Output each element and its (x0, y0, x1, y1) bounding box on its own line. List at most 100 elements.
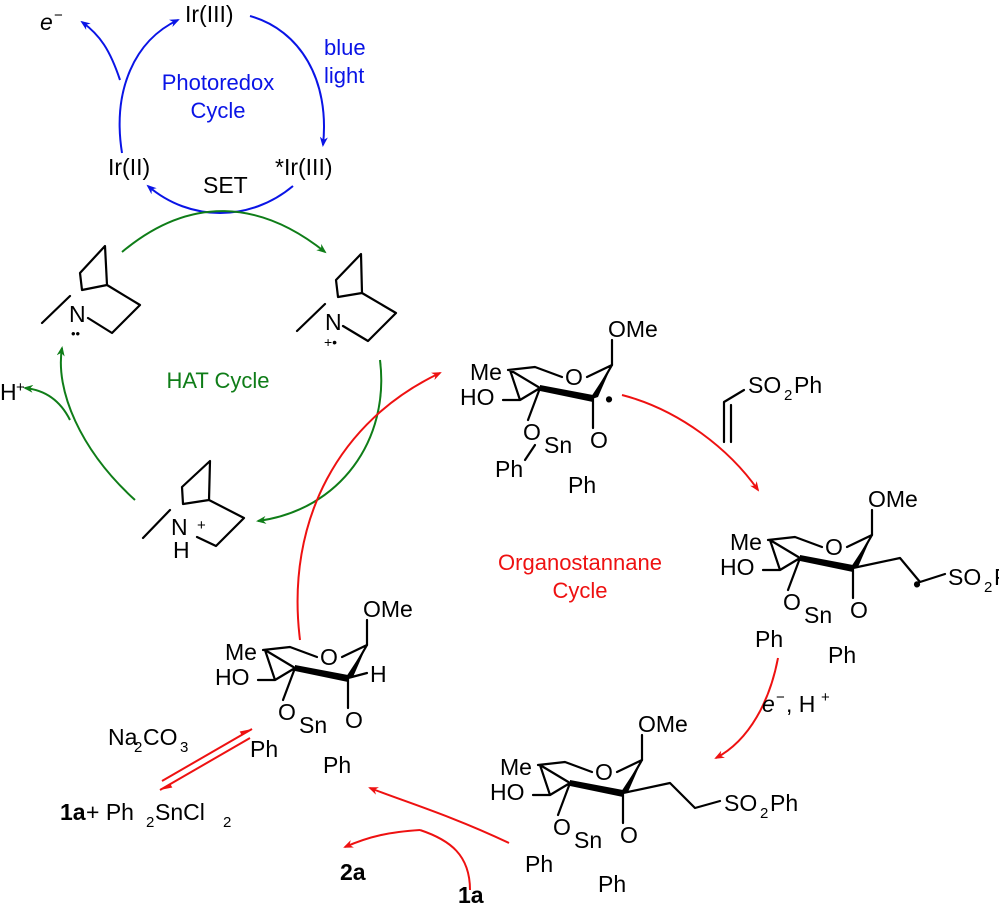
organostannane-cycle: Organostannane Cycle SO 2 Ph OMe Me HO O… (60, 316, 999, 905)
o3-label: O (783, 589, 801, 615)
reactant-sub2: 2 (223, 814, 231, 831)
ome-label: OMe (608, 316, 658, 342)
sn-label: Sn (574, 827, 602, 853)
proton-charge: + (16, 379, 25, 396)
ho-label: HO (490, 779, 525, 805)
sn-label: Sn (299, 712, 327, 738)
ome-label: OMe (363, 596, 413, 622)
o2-label: O (850, 597, 868, 623)
ph-label-2: Ph (598, 871, 626, 897)
ir3-label: Ir(III) (185, 1, 234, 27)
ph-label-2: Ph (828, 642, 856, 668)
sulfone-so: SO (948, 564, 981, 590)
quinuclidine-structure: N •• (40, 244, 142, 341)
reduction-electron: e (762, 691, 775, 717)
o2-label: O (590, 427, 608, 453)
starting-materials-label: 1a + Ph 2 SnCl 2 (60, 799, 231, 831)
ring-o-label: O (320, 644, 338, 670)
ph-label-1: Ph (250, 736, 278, 762)
arrow-radical-to-adduct (621, 394, 760, 492)
vinyl-sulfone-so: SO (748, 372, 781, 398)
ph-label-2: Ph (323, 752, 351, 778)
radical-dot: • (913, 571, 921, 597)
base-sub1: 2 (134, 739, 142, 756)
base-co: CO (143, 724, 178, 750)
stannylene-reduced-product: OMe Me HO O O O Sn Ph Ph SO 2 Ph (490, 711, 798, 897)
arrow-stannylene-to-radical (296, 372, 442, 641)
proton-label: H (0, 379, 17, 405)
ring-o-label: O (565, 364, 583, 390)
quinuclidinium-h: H (173, 537, 190, 563)
arrow-radical-to-quinuclidinium (256, 359, 383, 524)
ph-label-2: Ph (568, 472, 596, 498)
equilibrium-forward-arrow (161, 728, 253, 782)
o2-label: O (620, 822, 638, 848)
stannylene-acetal: OMe Me HO O H O O Sn Ph Ph (215, 596, 413, 778)
arrow-input-1a (419, 829, 471, 891)
ph-label-1: Ph (755, 626, 783, 652)
ph-label-1: Ph (525, 851, 553, 877)
arrow-proton-out (23, 384, 71, 421)
ir2-label: Ir(II) (108, 154, 150, 180)
quinuclidine-radical-cation-structure: N +• (295, 252, 398, 350)
photoredox-title-2: Cycle (190, 98, 245, 123)
set-label: SET (203, 172, 248, 198)
reduction-electron-charge: − (776, 689, 785, 706)
organostannane-title-2: Cycle (552, 578, 607, 603)
base-sub2: 3 (180, 739, 188, 756)
o2-label: O (345, 707, 363, 733)
me-label: Me (730, 529, 762, 555)
reactant-sub1: 2 (146, 814, 154, 831)
radical-cation-n: N (325, 309, 342, 335)
vinyl-sulfone-sub: 2 (784, 387, 792, 404)
sulfone-so: SO (724, 790, 757, 816)
o3-label: O (278, 699, 296, 725)
blue-light-label-2: light (324, 63, 364, 88)
electron-label: e (40, 9, 53, 35)
h-label: H (370, 661, 387, 687)
hat-cycle-title: HAT Cycle (166, 368, 269, 393)
o3-label: O (523, 419, 541, 445)
reactant-plus-ph: + Ph (86, 799, 134, 825)
ph-label-1: Ph (495, 456, 523, 482)
ho-label: HO (215, 664, 250, 690)
photoredox-title-1: Photoredox (162, 70, 275, 95)
sulfone-ph: Ph (994, 564, 999, 590)
organostannane-title-1: Organostannane (498, 550, 662, 575)
sulfone-sub: 2 (760, 805, 768, 822)
ring-o-label: O (825, 534, 843, 560)
sn-label: Sn (804, 602, 832, 628)
me-label: Me (225, 639, 257, 665)
arrow-ir2-to-ir3 (118, 19, 180, 154)
reduction-proton: , H (786, 691, 815, 717)
lone-pair-dots: •• (71, 326, 81, 341)
base-na: Na (108, 724, 138, 750)
ring-o-label: O (595, 759, 613, 785)
arrow-adduct-to-reduced (714, 657, 779, 759)
vinyl-sulfone-ph: Ph (794, 372, 822, 398)
ho-label: HO (720, 554, 755, 580)
product-2a: 2a (340, 859, 366, 885)
ome-label: OMe (868, 486, 918, 512)
excited-ir3-label: *Ir(III) (275, 154, 333, 180)
stannylene-radical-intermediate: OMe Me HO O O O Sn Ph Ph • (460, 316, 658, 498)
reactant-sncl: SnCl (155, 799, 205, 825)
ho-label: HO (460, 384, 495, 410)
reactant-1a: 1a (60, 799, 86, 825)
o3-label: O (553, 814, 571, 840)
quinuclidine-n: N (69, 301, 86, 327)
quinuclidinium-structure: N + H (141, 459, 246, 563)
input-1a: 1a (458, 882, 484, 905)
sulfone-ph: Ph (770, 790, 798, 816)
sn-label: Sn (544, 432, 572, 458)
reduction-proton-charge: + (821, 689, 830, 706)
arrow-quinuclidine-to-radical (121, 210, 327, 254)
equilibrium-reverse-arrow (159, 737, 251, 791)
quinuclidinium-charge: + (197, 517, 206, 534)
arrow-reduced-to-stannylene (368, 787, 510, 844)
vinyl-sulfone-reagent: SO 2 Ph (722, 372, 822, 444)
me-label: Me (500, 754, 532, 780)
blue-light-label-1: blue (324, 35, 366, 60)
